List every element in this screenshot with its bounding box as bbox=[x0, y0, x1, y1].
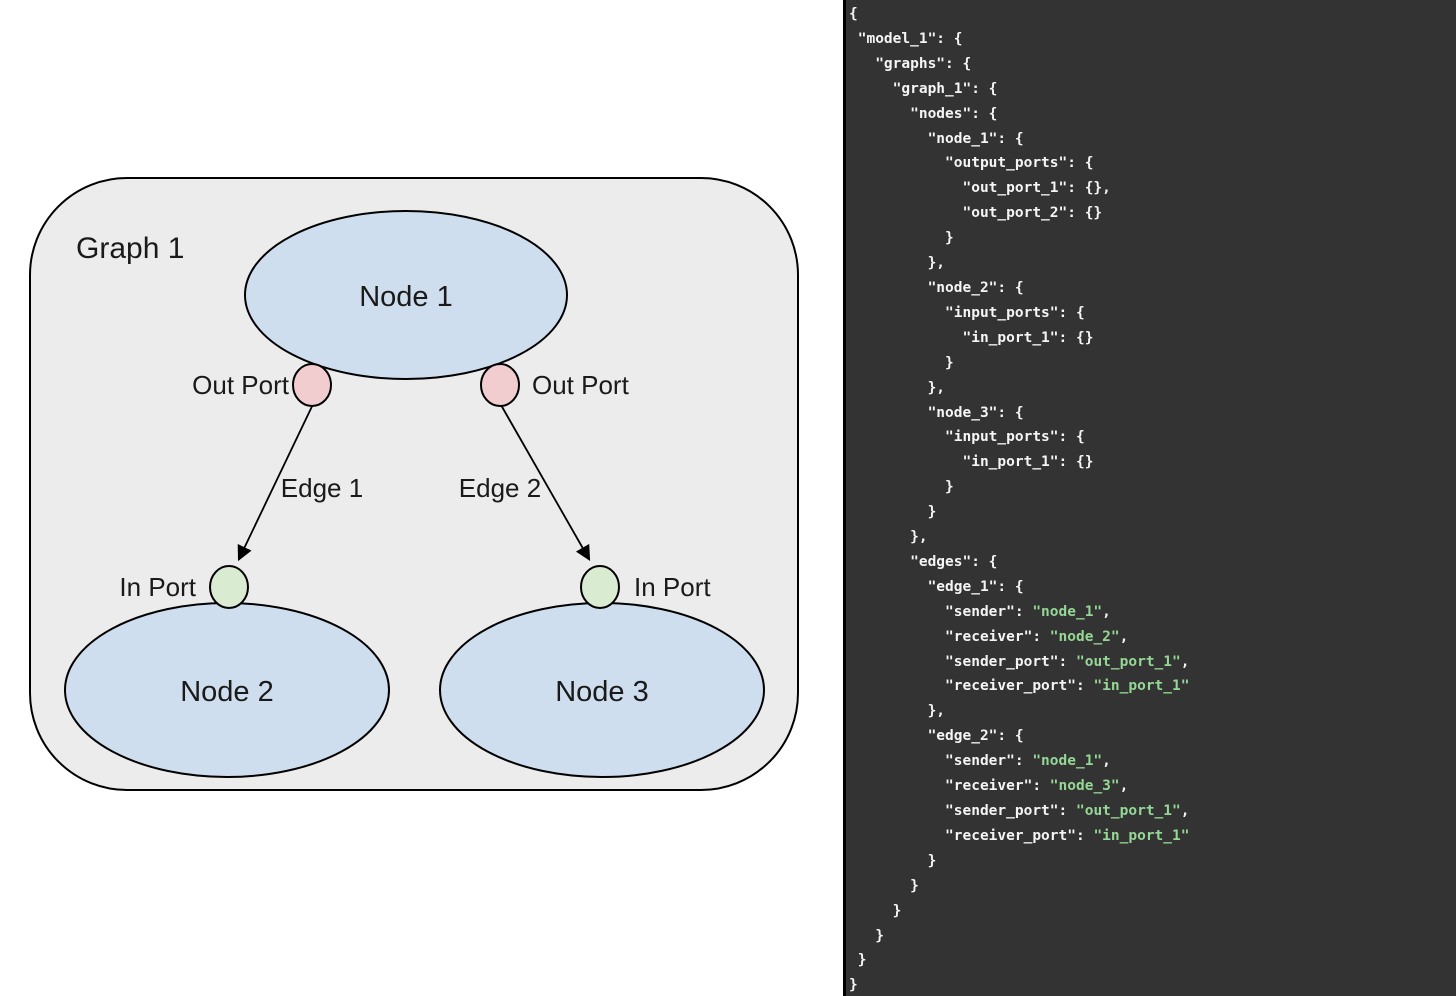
out-port-right-label: Out Port bbox=[532, 370, 630, 400]
json-code: { "model_1": { "graphs": { "graph_1": { … bbox=[849, 6, 1190, 994]
out-port-left-label: Out Port bbox=[192, 370, 290, 400]
node-1-label: Node 1 bbox=[359, 281, 453, 313]
graph-diagram-pane: Graph 1 Node 1 Edge 1 Edge 2 Out Port Ou… bbox=[29, 177, 799, 791]
out-port-1-shape bbox=[292, 363, 332, 407]
node-3-label: Node 3 bbox=[555, 676, 649, 708]
node-2-label: Node 2 bbox=[180, 676, 274, 708]
edge-1-arrow bbox=[237, 397, 317, 562]
in-port-left-label: In Port bbox=[119, 572, 196, 602]
graph-label: Graph 1 bbox=[76, 232, 184, 265]
in-port-right-label: In Port bbox=[634, 572, 711, 602]
node-1-shape bbox=[244, 210, 568, 380]
in-port-node3-shape bbox=[580, 565, 620, 609]
in-port-node2-shape bbox=[209, 565, 249, 609]
edge-2-label: Edge 2 bbox=[459, 473, 541, 503]
out-port-2-shape bbox=[480, 363, 520, 407]
graph-diagram: Graph 1 Node 1 Edge 1 Edge 2 Out Port Ou… bbox=[29, 177, 799, 791]
json-code-panel: { "model_1": { "graphs": { "graph_1": { … bbox=[843, 0, 1456, 996]
edge-1-label: Edge 1 bbox=[281, 473, 363, 503]
edge-2-arrow bbox=[496, 397, 591, 561]
